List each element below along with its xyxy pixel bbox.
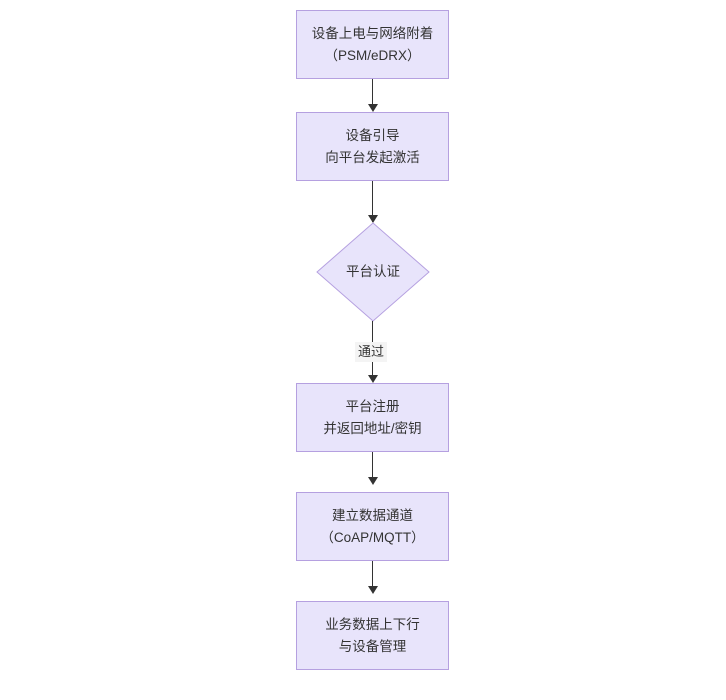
edge-arrowhead bbox=[368, 215, 378, 223]
node-data-channel[interactable]: 建立数据通道 （CoAP/MQTT） bbox=[296, 492, 449, 561]
edge-arrowhead bbox=[368, 104, 378, 112]
node-platform-authentication[interactable]: 平台认证 bbox=[316, 222, 430, 322]
node-business-data[interactable]: 业务数据上下行 与设备管理 bbox=[296, 601, 449, 670]
node-line: 设备引导 bbox=[345, 127, 400, 143]
node-line: 业务数据上下行 bbox=[325, 616, 420, 632]
node-line: 向平台发起激活 bbox=[325, 149, 420, 165]
edge-n2-n3 bbox=[372, 181, 373, 222]
edge-arrowhead bbox=[368, 375, 378, 383]
edge-n1-n2 bbox=[372, 79, 373, 107]
node-device-bootstrap[interactable]: 设备引导 向平台发起激活 bbox=[296, 112, 449, 181]
node-line: 设备上电与网络附着 bbox=[311, 25, 434, 41]
edge-arrowhead bbox=[368, 586, 378, 594]
node-platform-registration[interactable]: 平台注册 并返回地址/密钥 bbox=[296, 383, 449, 452]
node-line: 建立数据通道 bbox=[332, 507, 413, 523]
node-device-power-on[interactable]: 设备上电与网络附着 （PSM/eDRX） bbox=[296, 10, 449, 79]
node-line: （CoAP/MQTT） bbox=[320, 529, 425, 545]
node-line: 平台认证 bbox=[346, 264, 400, 279]
node-line: 平台注册 bbox=[345, 398, 400, 414]
node-line: （PSM/eDRX） bbox=[324, 47, 421, 63]
edge-arrowhead bbox=[368, 477, 378, 485]
node-line: 并返回地址/密钥 bbox=[323, 420, 422, 436]
edge-n5-n6 bbox=[372, 561, 373, 589]
edge-label-pass: 通过 bbox=[355, 342, 388, 362]
diamond-shape bbox=[316, 222, 430, 322]
edge-n4-n5 bbox=[372, 452, 373, 480]
node-line: 与设备管理 bbox=[338, 638, 407, 654]
